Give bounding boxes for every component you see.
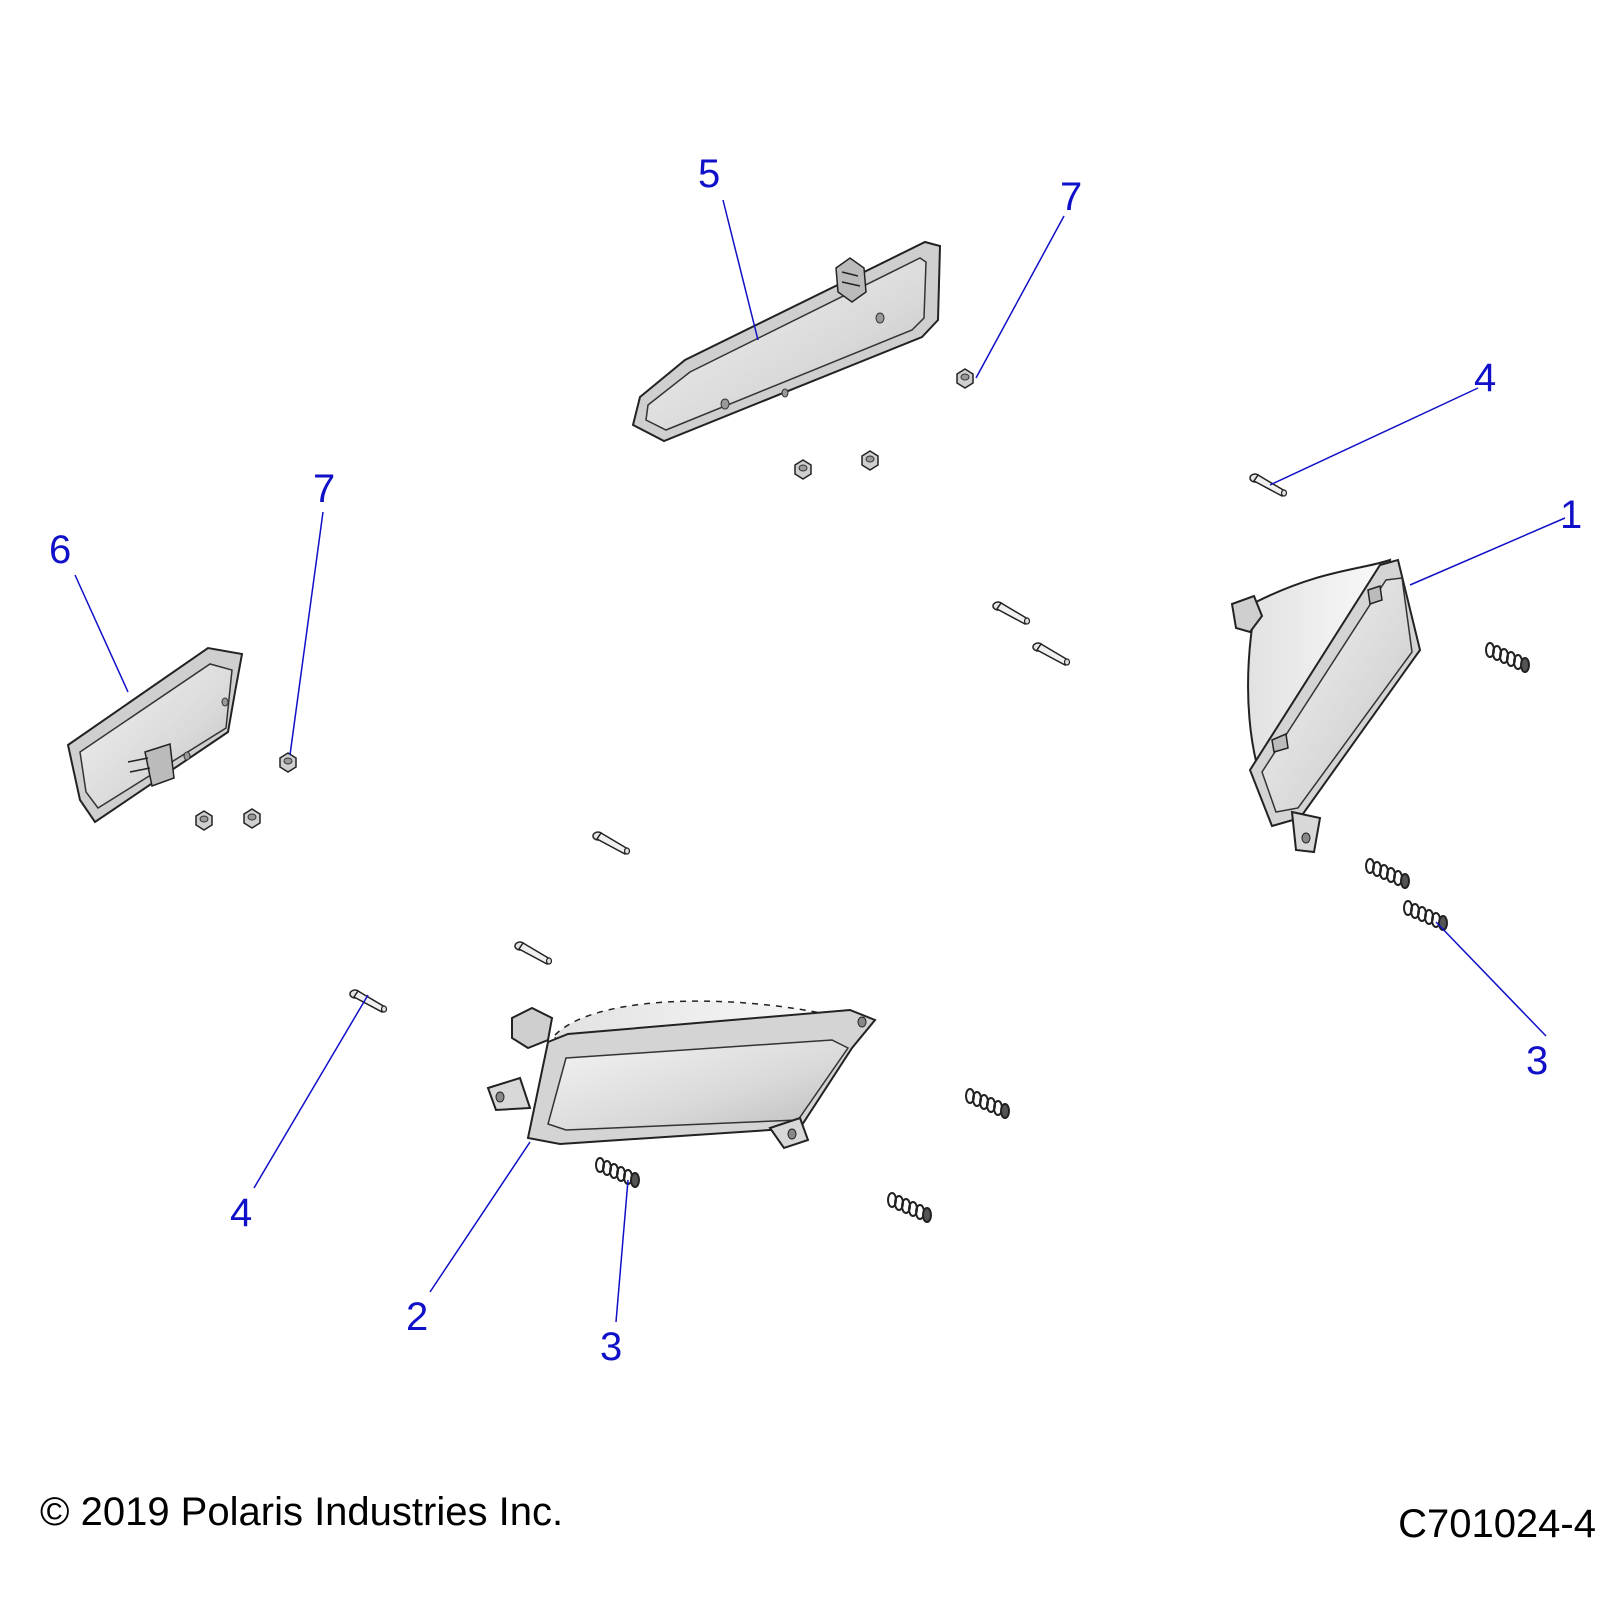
spring-3-f [887, 1192, 932, 1223]
screw-4-c [1032, 642, 1071, 666]
callout-5: 5 [698, 152, 720, 196]
tail-light-upper [631, 240, 942, 443]
callout-3-lower: 3 [600, 1325, 622, 1369]
tail-light-left [66, 646, 244, 824]
nut-7-left-b [195, 810, 213, 831]
drawing-number: C701024-4 [1398, 1502, 1596, 1546]
callout-7-upper: 7 [1060, 175, 1082, 219]
callout-4-lower: 4 [230, 1191, 252, 1235]
callout-2: 2 [406, 1295, 428, 1339]
callout-labels: 5 7 4 1 6 7 3 4 2 3 [49, 152, 1582, 1369]
leader-4-lower [253, 994, 369, 1189]
leader-1 [1409, 517, 1566, 586]
callout-1: 1 [1560, 493, 1582, 537]
screw-4-b [992, 601, 1031, 625]
callout-7-left: 7 [313, 467, 335, 511]
headlight-lower [486, 1000, 877, 1150]
leader-2 [429, 1141, 531, 1293]
spring-3-a [1485, 642, 1530, 673]
nut-7-left-a [279, 752, 297, 773]
leader-5 [722, 199, 759, 341]
nut-7-upper-b [794, 459, 812, 480]
copyright-text: © 2019 Polaris Industries Inc. [40, 1490, 564, 1534]
screw-4-f [349, 989, 388, 1013]
leader-3-lower [615, 1179, 629, 1323]
callout-3-right: 3 [1526, 1039, 1548, 1083]
screw-4-d [592, 831, 631, 855]
screw-4-e [514, 941, 553, 965]
headlight-right [1230, 558, 1422, 854]
spring-3-b [1365, 858, 1410, 889]
spring-3-d [965, 1088, 1010, 1119]
callout-4-upper: 4 [1474, 356, 1496, 400]
screw-4-a [1249, 473, 1288, 497]
leader-4-upper [1269, 387, 1479, 486]
nut-7-left-c [243, 808, 261, 829]
callout-6: 6 [49, 528, 71, 572]
nut-7-upper-a [956, 368, 974, 389]
leader-7-left [289, 511, 324, 756]
leader-7-upper [975, 215, 1065, 379]
leader-lines [74, 199, 1566, 1323]
leader-3-right [1435, 921, 1547, 1037]
spring-3-e [595, 1157, 640, 1188]
leader-6 [74, 574, 129, 693]
nut-7-upper-c [861, 450, 879, 471]
